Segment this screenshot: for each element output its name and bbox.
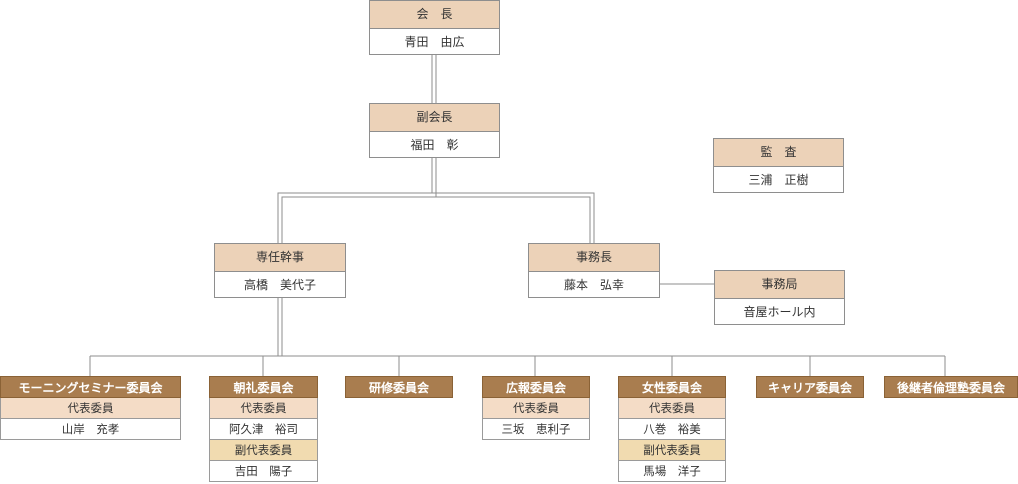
president-box: 会 長 青田 由広 [369,0,500,55]
secretariat-location: 音屋ホール内 [743,305,816,319]
vice-president-box: 副会長 福田 彰 [369,103,500,158]
member-name: 八巻 裕美 [618,419,726,440]
committee-title: 朝礼委員会 [209,376,318,398]
member-name: 吉田 陽子 [209,461,318,482]
committee-career: キャリア委員会 [756,376,864,398]
committee-title: 研修委員会 [345,376,453,398]
president-title: 会 長 [370,1,499,29]
role-label: 代表委員 [482,398,590,419]
committee-morning-seminar: モーニングセミナー委員会 代表委員 山岸 充孝 [0,376,181,440]
committee-morning-assembly: 朝礼委員会 代表委員 阿久津 裕司 副代表委員 吉田 陽子 [209,376,318,482]
committee-title: 後継者倫理塾委員会 [884,376,1018,398]
secretariat-title: 事務局 [715,271,844,299]
auditor-box: 監 査 三浦 正樹 [713,138,844,193]
secretariat-box: 事務局 音屋ホール内 [714,270,845,325]
role-label: 副代表委員 [618,440,726,461]
committee-successor-ethics: 後継者倫理塾委員会 [884,376,1018,398]
member-name: 三坂 恵利子 [482,419,590,440]
vice-president-name: 福田 彰 [410,138,459,152]
committee-public-relations: 広報委員会 代表委員 三坂 恵利子 [482,376,590,440]
member-name: 山岸 充孝 [0,419,181,440]
executive-secretary-box: 専任幹事 高橋 美代子 [214,243,346,298]
member-name: 阿久津 裕司 [209,419,318,440]
secretary-general-box: 事務長 藤本 弘幸 [528,243,660,298]
auditor-title: 監 査 [714,139,843,167]
secretary-general-title: 事務長 [529,244,659,272]
committee-title: 広報委員会 [482,376,590,398]
secretary-general-name: 藤本 弘幸 [563,278,624,292]
committee-women: 女性委員会 代表委員 八巻 裕美 副代表委員 馬場 洋子 [618,376,726,482]
executive-secretary-name: 高橋 美代子 [243,278,316,292]
committee-title: 女性委員会 [618,376,726,398]
role-label: 副代表委員 [209,440,318,461]
executive-secretary-title: 専任幹事 [215,244,345,272]
committee-title: キャリア委員会 [756,376,864,398]
vice-president-title: 副会長 [370,104,499,132]
role-label: 代表委員 [0,398,181,419]
committee-title: モーニングセミナー委員会 [0,376,181,398]
auditor-name: 三浦 正樹 [748,173,809,187]
president-name: 青田 由広 [404,35,465,49]
role-label: 代表委員 [618,398,726,419]
member-name: 馬場 洋子 [618,461,726,482]
committee-training: 研修委員会 [345,376,453,398]
role-label: 代表委員 [209,398,318,419]
